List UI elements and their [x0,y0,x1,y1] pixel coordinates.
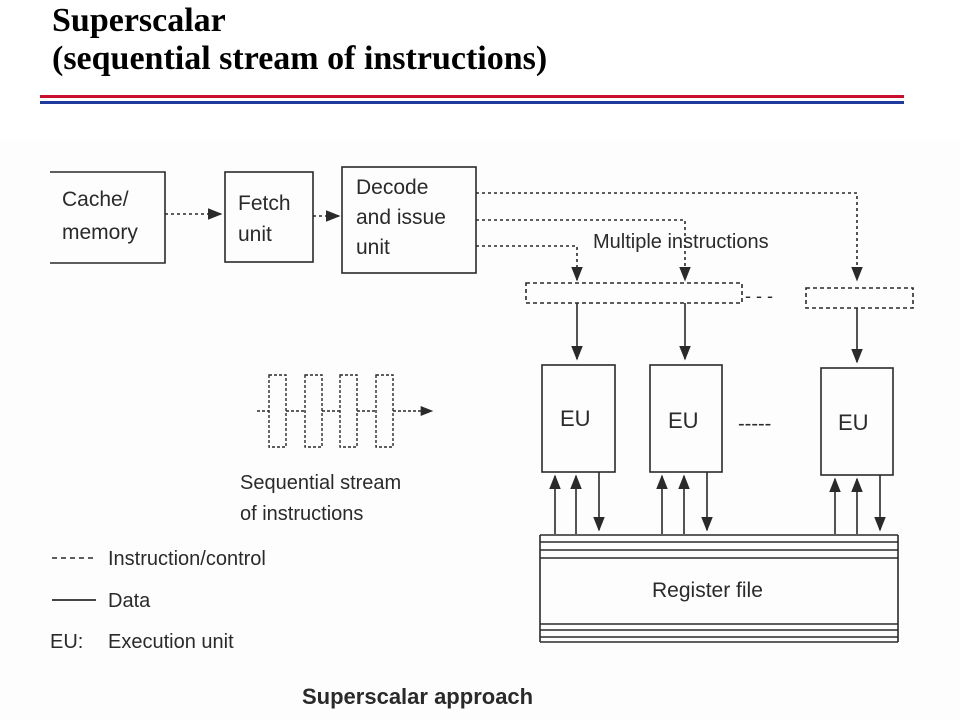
superscalar-figure: Cache/ memory Fetch unit Decode and issu… [0,140,960,720]
eu-label-2: EU [668,408,699,433]
stream-label-line2: of instructions [240,503,363,525]
decode-label-line3: unit [356,236,390,259]
superscalar-diagram: Cache/ memory Fetch unit Decode and issu… [50,166,914,709]
register-file-sides [539,535,899,642]
multiple-instructions-label: Multiple instructions [593,231,769,253]
title-rule-red [40,95,904,98]
legend-text-data: Data [108,590,151,612]
diagram-caption: Superscalar approach [302,684,533,709]
issue-path-3 [476,192,863,282]
cache-label-line2: memory [62,221,138,244]
legend-key-eu: EU: [50,631,83,653]
register-file-label: Register file [652,579,763,602]
title-line-2: (sequential stream of instructions) [52,40,548,77]
eu-label-3: EU [838,410,869,435]
eu-box-2 [649,364,723,473]
cache-label-line1: Cache/ [62,188,129,211]
stream-label-line1: Sequential stream [240,472,401,494]
issue-path-2 [476,219,691,282]
fetch-label-line1: Fetch [238,192,291,215]
legend-text-instruction: Instruction/control [108,548,266,570]
eu-gap-label: ----- [738,413,771,435]
eu-box-3 [820,367,894,476]
cache-memory-box [50,171,166,264]
slide-title: Superscalar (sequential stream of instru… [52,2,547,78]
fetch-label-line2: unit [238,223,272,246]
eu-label-1: EU [560,406,591,431]
instruction-buffer-left [525,282,743,304]
decode-label-line1: Decode [356,176,428,199]
fetch-unit-box [224,171,314,263]
buffer-gap-label: - - - [745,286,773,306]
legend-text-eu: Execution unit [108,631,234,653]
title-rule-blue [40,101,904,104]
register-file-lines [540,534,898,643]
decode-label-line2: and issue [356,206,446,229]
issue-path-1 [476,245,583,282]
instruction-buffer-right [805,287,914,309]
sequential-stream-icon [257,374,434,448]
eu-box-1 [541,364,616,473]
title-line-1: Superscalar [52,2,226,39]
